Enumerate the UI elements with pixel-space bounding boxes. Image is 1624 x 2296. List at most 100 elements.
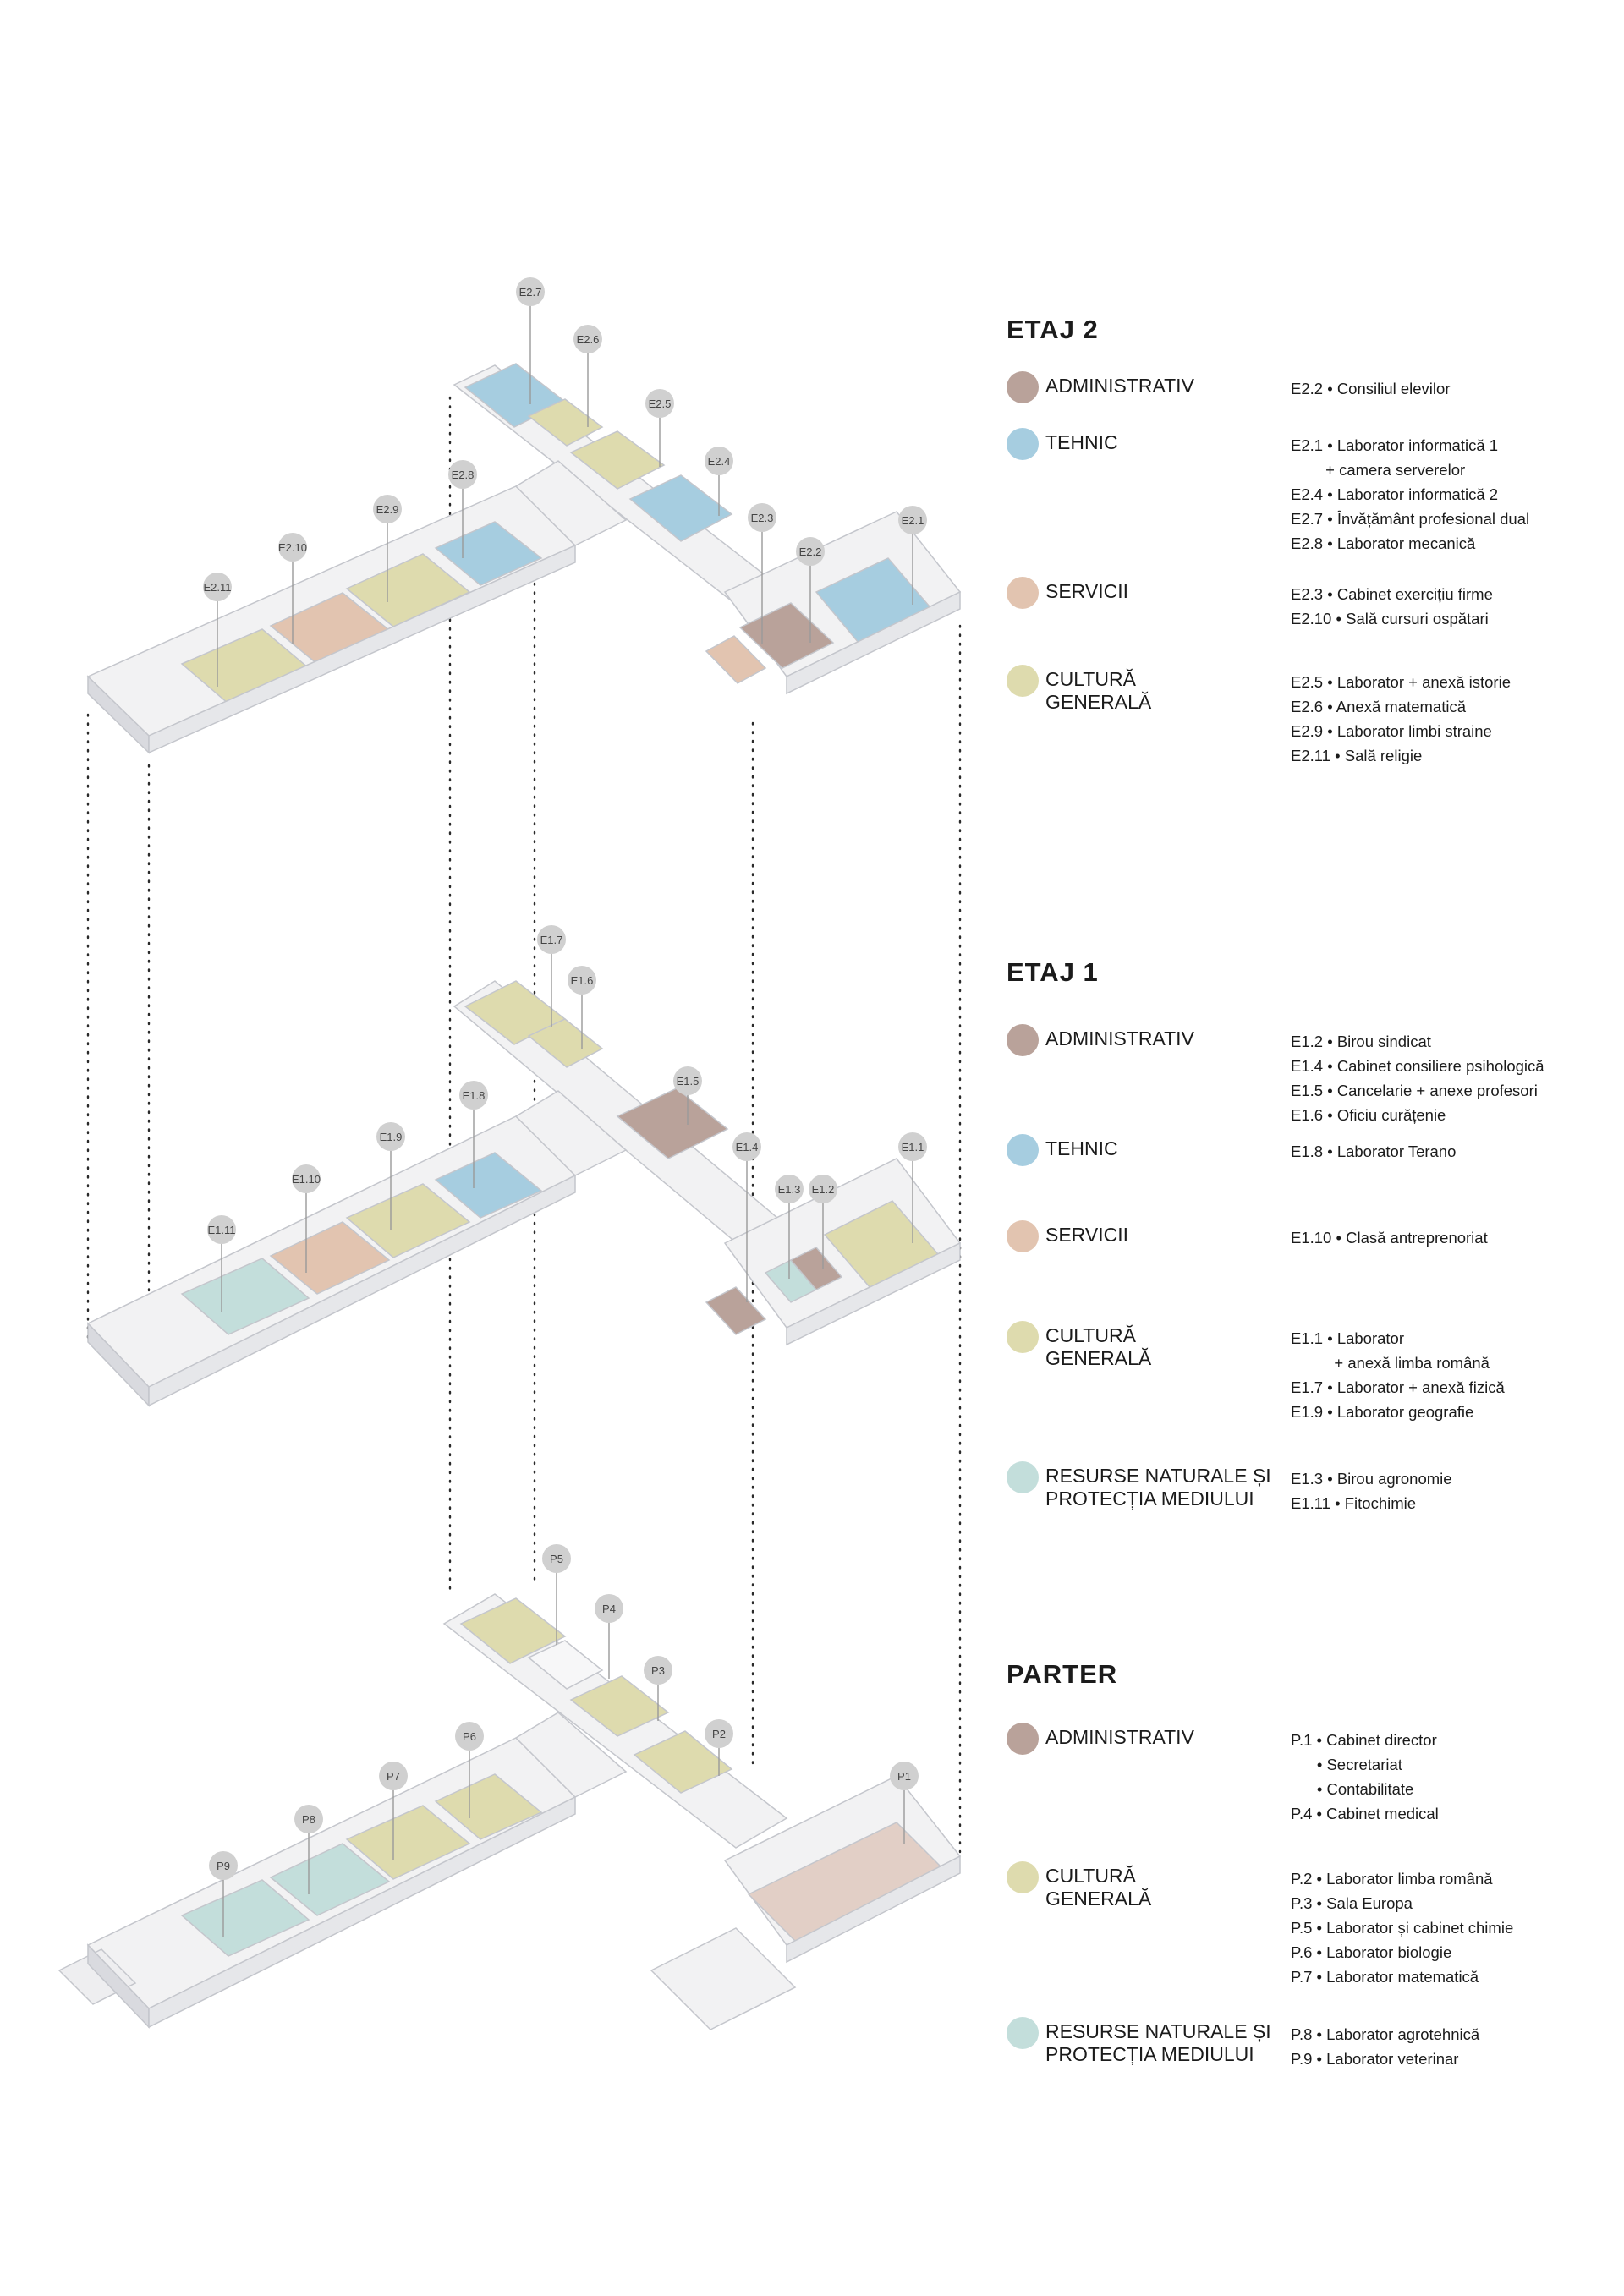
- room-list: E1.2 • Birou sindicat E1.4 • Cabinet con…: [1291, 1029, 1612, 1127]
- swatch-cultura-generala: [1007, 665, 1039, 697]
- room-pin: P9: [209, 1851, 238, 1937]
- category-name: TEHNIC: [1045, 1137, 1118, 1159]
- room-pin: E1.4: [732, 1132, 761, 1302]
- room-p3: [569, 1675, 670, 1737]
- room-p6: [434, 1773, 543, 1840]
- svg-text:P4: P4: [602, 1603, 616, 1615]
- room-list: E1.8 • Laborator Terano: [1291, 1139, 1612, 1164]
- swatch-cultura-generala: [1007, 1861, 1039, 1893]
- walls-east: [786, 1241, 961, 1346]
- room-entry: E2.11 • Sală religie: [1291, 747, 1423, 764]
- room-pin: P7: [379, 1762, 408, 1860]
- room-entry: E1.5 • Cancelarie + anexe profesori: [1291, 1082, 1538, 1099]
- svg-text:E2.4: E2.4: [708, 455, 731, 468]
- room-entry: E2.4 • Laborator informatică 2: [1291, 485, 1499, 503]
- swatch-servicii: [1007, 577, 1039, 609]
- svg-text:P7: P7: [387, 1770, 400, 1783]
- swatch-servicii: [1007, 1220, 1039, 1252]
- room-entry: E2.7 • Învățământ profesional dual: [1291, 510, 1530, 528]
- room-pin: E2.11: [203, 573, 232, 687]
- room-pin: E2.1: [898, 506, 927, 605]
- walls-east: [786, 1855, 961, 1964]
- svg-text:E1.3: E1.3: [778, 1183, 801, 1196]
- svg-text:P1: P1: [897, 1770, 911, 1783]
- svg-text:P5: P5: [550, 1553, 563, 1565]
- room-entry: E1.6 • Oficiu curățenie: [1291, 1106, 1446, 1124]
- room-e1-9: [345, 1183, 471, 1258]
- room-e2-6: [527, 398, 604, 447]
- svg-text:E2.11: E2.11: [203, 581, 231, 594]
- svg-text:E2.7: E2.7: [519, 286, 542, 299]
- room-e1-2: [789, 1247, 843, 1290]
- svg-text:E2.10: E2.10: [278, 541, 307, 554]
- room-list: E2.3 • Cabinet exercițiu firme E2.10 • S…: [1291, 582, 1612, 631]
- wing-southeast: [650, 1927, 797, 2030]
- room-e1-10: [269, 1221, 391, 1295]
- swatch-resurse-naturale: [1007, 1461, 1039, 1493]
- room-list: E2.2 • Consiliul elevilor: [1291, 376, 1612, 401]
- room-e1-8: [434, 1152, 543, 1219]
- room-entry: + camera serverelor: [1291, 461, 1466, 479]
- swatch-tehnic: [1007, 1134, 1039, 1166]
- room-pin: E1.9: [376, 1122, 405, 1230]
- room-pin: P3: [644, 1656, 672, 1721]
- room-pin: E1.11: [207, 1215, 236, 1312]
- svg-text:E1.9: E1.9: [380, 1131, 403, 1143]
- category-name: RESURSE NATURALE ȘI PROTECȚIA MEDIULUI: [1045, 2020, 1271, 2065]
- room-list: E1.3 • Birou agronomie E1.11 • Fitochimi…: [1291, 1466, 1612, 1515]
- room-entry: + anexă limba română: [1291, 1354, 1490, 1372]
- room-p5: [459, 1597, 567, 1664]
- floor-title-etaj-1: ETAJ 1: [1007, 957, 1099, 987]
- room-entry: E2.1 • Laborator informatică 1: [1291, 436, 1499, 454]
- swatch-administrativ: [1007, 1024, 1039, 1056]
- room-entry: P.2 • Laborator limba română: [1291, 1870, 1493, 1888]
- room-pin: E1.6: [568, 966, 596, 1049]
- floor-etaj-1-plan: [86, 980, 962, 1407]
- floor-title-etaj-2: ETAJ 2: [1007, 315, 1099, 344]
- swatch-tehnic: [1007, 428, 1039, 460]
- junction: [514, 460, 628, 546]
- svg-text:P2: P2: [712, 1728, 726, 1740]
- room-pin: E2.7: [516, 277, 545, 404]
- swatch-administrativ: [1007, 371, 1039, 403]
- svg-text:E2.5: E2.5: [649, 397, 672, 410]
- svg-text:P9: P9: [217, 1860, 230, 1872]
- walls-south: [148, 1795, 576, 2029]
- svg-text:E1.2: E1.2: [812, 1183, 835, 1196]
- svg-text:E1.8: E1.8: [463, 1089, 486, 1102]
- room-list: E2.1 • Laborator informatică 1 + camera …: [1291, 433, 1612, 556]
- svg-text:E2.8: E2.8: [452, 469, 475, 481]
- room-entry: E1.7 • Laborator + anexă fizică: [1291, 1378, 1505, 1396]
- walls-south: [148, 1174, 576, 1407]
- room-pin: P1: [890, 1762, 919, 1844]
- svg-text:E1.4: E1.4: [736, 1141, 759, 1153]
- room-entry: P.8 • Laborator agrotehnică: [1291, 2025, 1480, 2043]
- room-p7: [345, 1805, 471, 1880]
- room-list: P.1 • Cabinet director • Secretariat • C…: [1291, 1728, 1612, 1826]
- category-name: SERVICII: [1045, 580, 1128, 602]
- room-entry: • Secretariat: [1291, 1756, 1402, 1773]
- floor-parter-plan: [58, 1593, 962, 2030]
- room-e1-4: [705, 1286, 767, 1335]
- room-entry: E1.2 • Birou sindicat: [1291, 1033, 1431, 1050]
- svg-text:P6: P6: [463, 1730, 476, 1743]
- room-pin: E1.2: [809, 1175, 837, 1269]
- room-entry: P.5 • Laborator și cabinet chimie: [1291, 1919, 1514, 1937]
- room-entry: E1.1 • Laborator: [1291, 1329, 1405, 1347]
- category-name: SERVICII: [1045, 1224, 1128, 1246]
- room-entry: E2.2 • Consiliul elevilor: [1291, 380, 1451, 397]
- room-pin: E1.1: [898, 1132, 927, 1243]
- room-p9: [180, 1879, 310, 1957]
- walls-east: [786, 590, 961, 695]
- svg-text:E1.6: E1.6: [571, 974, 594, 987]
- room-pin: P8: [294, 1805, 323, 1894]
- room-pin: E1.3: [775, 1175, 804, 1279]
- swatch-administrativ: [1007, 1723, 1039, 1755]
- room-entry: E2.3 • Cabinet exercițiu firme: [1291, 585, 1493, 603]
- svg-text:E2.9: E2.9: [376, 503, 399, 516]
- category-name: CULTURĂ GENERALĂ: [1045, 668, 1152, 713]
- svg-text:P3: P3: [651, 1664, 665, 1677]
- room-pin: P5: [542, 1544, 571, 1645]
- room-entry: E1.10 • Clasă antreprenoriat: [1291, 1229, 1488, 1247]
- room-pin: E2.2: [796, 537, 825, 643]
